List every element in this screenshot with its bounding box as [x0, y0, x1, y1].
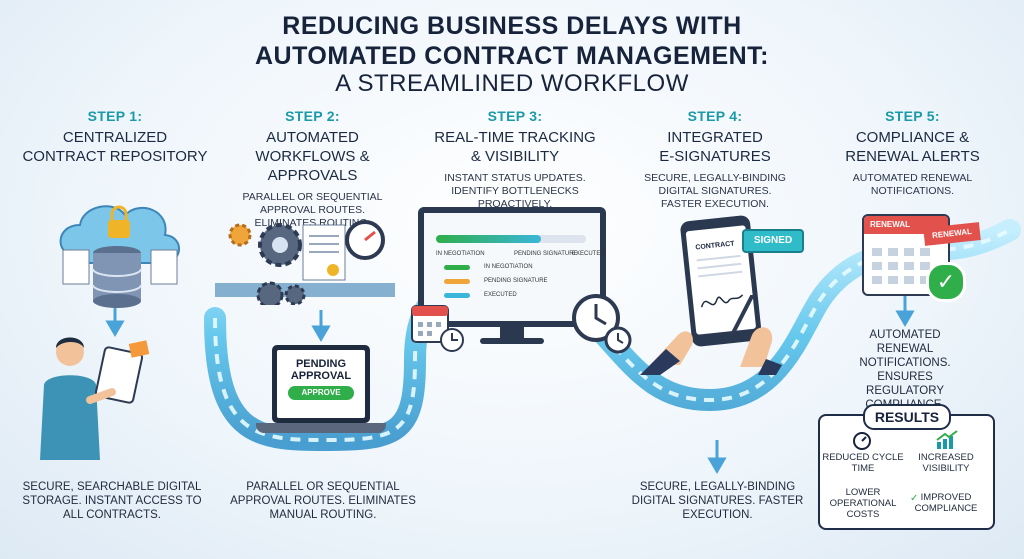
cloud-database-icon — [59, 205, 180, 308]
step-3: STEP 3: REAL-TIME TRACKING & VISIBILITY … — [415, 108, 615, 211]
step-3-name-line-2: & VISIBILITY — [470, 148, 560, 165]
status-bar-1 — [444, 265, 470, 270]
monitor-header-right: EXECUTED — [572, 251, 605, 257]
result-reduced-cycle-time: REDUCED CYCLE TIME — [822, 452, 904, 474]
step-4-name-line-1: INTEGRATED — [667, 129, 763, 146]
step-5-name-line-1: COMPLIANCE & — [855, 129, 970, 146]
phone-screen: CONTRACT — [685, 225, 757, 335]
title-line-3: A STREAMLINED WORKFLOW — [335, 70, 689, 97]
results-title: RESULTS — [863, 404, 951, 430]
status-row-2: PENDING SIGNATURE — [484, 278, 548, 284]
phone-contract-title: CONTRACT — [695, 240, 735, 252]
monitor-foot — [480, 338, 544, 344]
progress-fill — [436, 235, 541, 243]
phone: CONTRACT — [679, 214, 763, 348]
results-panel — [818, 414, 995, 530]
hands-stylus-icon — [640, 295, 782, 375]
step-3-name-line-1: REAL-TIME TRACKING — [434, 129, 596, 146]
growth-chart-icon — [936, 430, 958, 449]
step-5: STEP 5: COMPLIANCE & RENEWAL ALERTS AUTO… — [815, 108, 1010, 198]
step-2-number: STEP 2: — [285, 108, 340, 124]
result-lower-costs: LOWER OPERATIONAL COSTS — [829, 487, 897, 520]
status-bar-3 — [444, 293, 470, 298]
step-1: STEP 1: CENTRALIZED CONTRACT REPOSITORY — [15, 108, 215, 166]
clock-icon — [572, 294, 632, 354]
person-with-tablet-icon — [40, 337, 150, 460]
step-4-note: SECURE, LEGALLY-BINDING DIGITAL SIGNATUR… — [631, 481, 804, 521]
step-5-description: AUTOMATED RENEWAL NOTIFICATIONS. — [852, 172, 973, 197]
laptop-pending-label: PENDING — [295, 358, 347, 370]
step-1-note: SECURE, SEARCHABLE DIGITAL STORAGE. INST… — [22, 481, 202, 521]
signed-badge: SIGNED — [742, 229, 804, 253]
step-4-number: STEP 4: — [687, 108, 743, 124]
laptop-approval-label: APPROVAL — [290, 370, 352, 382]
calendar-clock-icon — [411, 305, 464, 352]
calendar-grid — [872, 244, 936, 284]
signature-icon — [700, 294, 744, 308]
step-1-name-line-2: CONTRACT REPOSITORY — [22, 148, 208, 165]
step-5-name-line-2: RENEWAL ALERTS — [845, 148, 980, 165]
monitor-stand — [500, 327, 524, 339]
step-2-note: PARALLEL OR SEQUENTIAL APPROVAL ROUTES. … — [230, 481, 416, 521]
step-5-note: AUTOMATED RENEWAL NOTIFICATIONS. ENSURES… — [859, 329, 951, 411]
title-line-2: AUTOMATED CONTRACT MANAGEMENT: — [254, 42, 770, 70]
status-bar-2 — [444, 279, 470, 284]
title-line-1: REDUCING BUSINESS DELAYS WITH — [282, 12, 742, 40]
stopwatch-icon — [853, 432, 871, 450]
monitor: IN NEGOTIATION PENDING SIGNATURE EXECUTE… — [418, 207, 606, 327]
monitor-header-mid: PENDING SIGNATURE — [514, 251, 578, 257]
laptop-base — [256, 423, 386, 433]
step-4: STEP 4: INTEGRATED E-SIGNATURES SECURE, … — [620, 108, 810, 211]
step-5-number: STEP 5: — [885, 108, 940, 124]
laptop: PENDING APPROVAL APPROVE — [272, 345, 370, 423]
laptop-screen: PENDING APPROVAL APPROVE — [277, 350, 365, 418]
check-icon: ✓ — [926, 262, 966, 302]
step-4-name-line-2: E-SIGNATURES — [659, 148, 771, 165]
step-1-number: STEP 1: — [87, 108, 143, 124]
result-increased-visibility: INCREASED VISIBILITY — [918, 452, 974, 474]
step-2: STEP 2: AUTOMATED WORKFLOWS & APPROVALS … — [210, 108, 415, 230]
compliance-check-icon: ✓ — [910, 493, 919, 504]
step-2-name-line-2: WORKFLOWS & APPROVALS — [255, 148, 370, 184]
status-row-1: IN NEGOTIATION — [484, 264, 533, 270]
step-3-number: STEP 3: — [487, 108, 543, 124]
status-row-3: EXECUTED — [484, 292, 517, 298]
step-4-description: SECURE, LEGALLY-BINDING DIGITAL SIGNATUR… — [644, 172, 786, 210]
monitor-screen: IN NEGOTIATION PENDING SIGNATURE EXECUTE… — [424, 213, 605, 321]
approve-button[interactable]: APPROVE — [288, 386, 354, 400]
step-1-name-line-1: CENTRALIZED — [62, 129, 168, 146]
gears-document-icon — [228, 220, 385, 305]
step-3-description: INSTANT STATUS UPDATES. IDENTIFY BOTTLEN… — [444, 172, 586, 210]
progress-track — [436, 235, 586, 243]
result-improved-compliance: IMPROVED COMPLIANCE — [914, 492, 978, 514]
step-2-name-line-1: AUTOMATED — [266, 129, 359, 146]
monitor-header-left: IN NEGOTIATION — [436, 251, 485, 257]
